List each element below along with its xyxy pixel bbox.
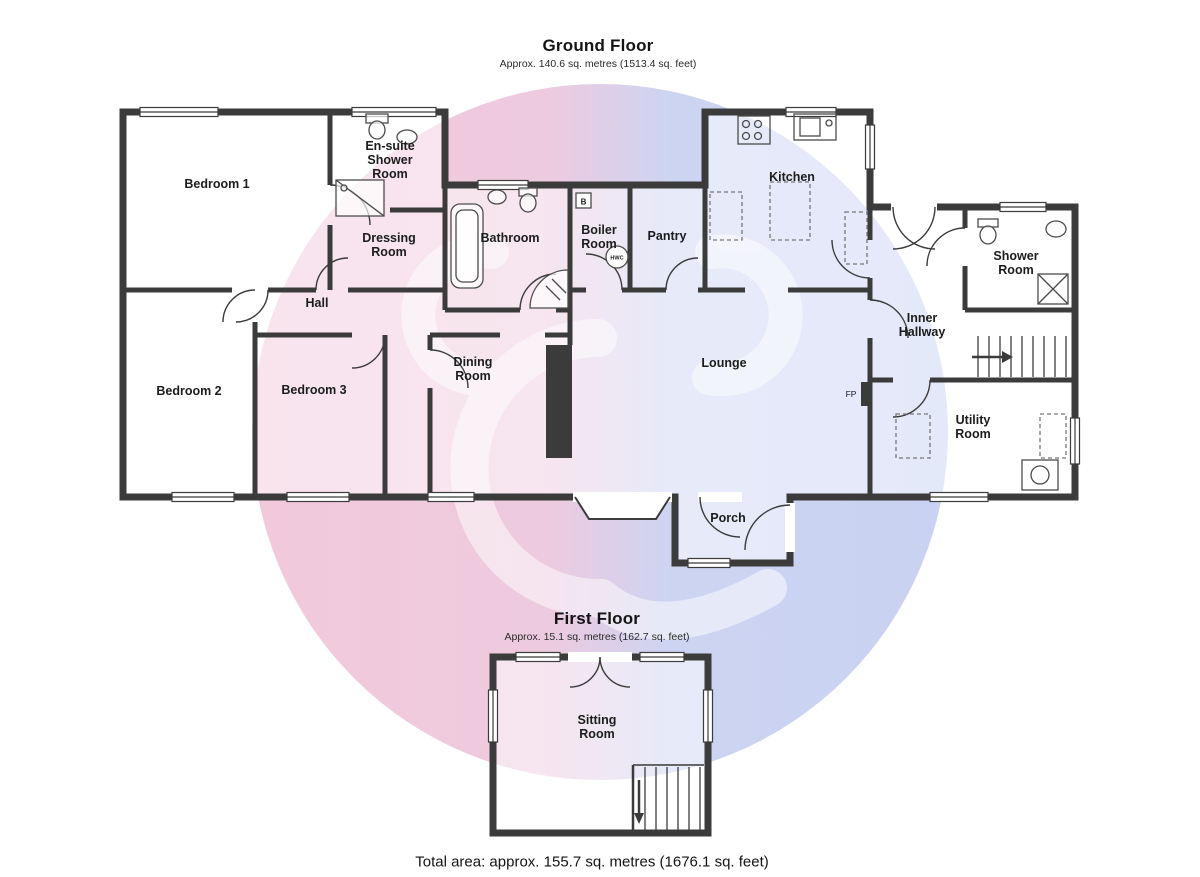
bathroom-fixtures (450, 187, 569, 309)
room-label-lounge: Lounge (701, 356, 747, 370)
ground-floor-plan: B HWC (119, 106, 1081, 569)
room-label-pantry: Pantry (647, 229, 687, 243)
stairs-direction-arrow (1002, 351, 1013, 363)
room-label-bathroom: Bathroom (480, 231, 540, 245)
ground-floor-area: Approx. 140.6 sq. metres (1513.4 sq. fee… (499, 58, 697, 70)
boiler-room-fixtures: B HWC (575, 192, 629, 269)
hwc-label: HWC (610, 256, 623, 262)
bay-window (574, 496, 671, 520)
chimney-breast (546, 345, 572, 458)
gf-windows (139, 106, 1081, 569)
stairs-direction-arrow (634, 813, 644, 824)
boiler-b-label: B (581, 198, 587, 207)
ground-floor-title: Ground Floor (542, 36, 654, 55)
room-label-bedroom-3: Bedroom 3 (281, 383, 347, 397)
first-floor-title: First Floor (553, 609, 641, 628)
room-label-bedroom-1: Bedroom 1 (184, 177, 250, 191)
first-floor-plan (487, 651, 714, 837)
room-label-dressing-room: Dressing Room (362, 231, 416, 259)
utility-fixtures (895, 413, 1067, 491)
room-label-ensuite: En-suite Shower Room (365, 139, 415, 181)
room-label-hall: Hall (305, 296, 329, 310)
gf-exterior-walls (119, 108, 1079, 567)
ff-windows (487, 651, 714, 743)
room-label-shower-room: Shower Room (993, 249, 1039, 277)
room-label-porch: Porch (710, 511, 746, 525)
first-floor-area: Approx. 15.1 sq. metres (162.7 sq. feet) (504, 631, 690, 643)
room-label-bedroom-2: Bedroom 2 (156, 384, 222, 398)
room-label-sitting-room: Sitting Room (577, 713, 617, 741)
first-floor-header: First Floor Approx. 15.1 sq. metres (162… (504, 609, 689, 643)
room-label-boiler-room: Boiler Room (581, 223, 617, 251)
room-label-kitchen: Kitchen (769, 170, 815, 184)
ff-stairs-icon (631, 764, 704, 833)
gf-interior-walls (123, 112, 1075, 497)
gf-stairs-icon (972, 336, 1067, 377)
lounge-fireplace-icon: FP (846, 382, 870, 406)
ff-exterior-walls (489, 653, 712, 837)
room-label-dining-room: Dining Room (453, 355, 493, 383)
ensuite-fixtures (335, 113, 418, 217)
total-area-text: Total area: approx. 155.7 sq. metres (16… (415, 853, 769, 871)
shower-room-fixtures (977, 218, 1069, 305)
fireplace-label: FP (846, 389, 857, 399)
room-label-inner-hallway: Inner Hallway (898, 311, 946, 339)
room-label-utility-room: Utility Room (955, 413, 991, 441)
kitchen-fixtures (709, 113, 868, 265)
ff-door-arcs (569, 656, 631, 688)
ground-floor-header: Ground Floor Approx. 140.6 sq. metres (1… (500, 36, 697, 70)
